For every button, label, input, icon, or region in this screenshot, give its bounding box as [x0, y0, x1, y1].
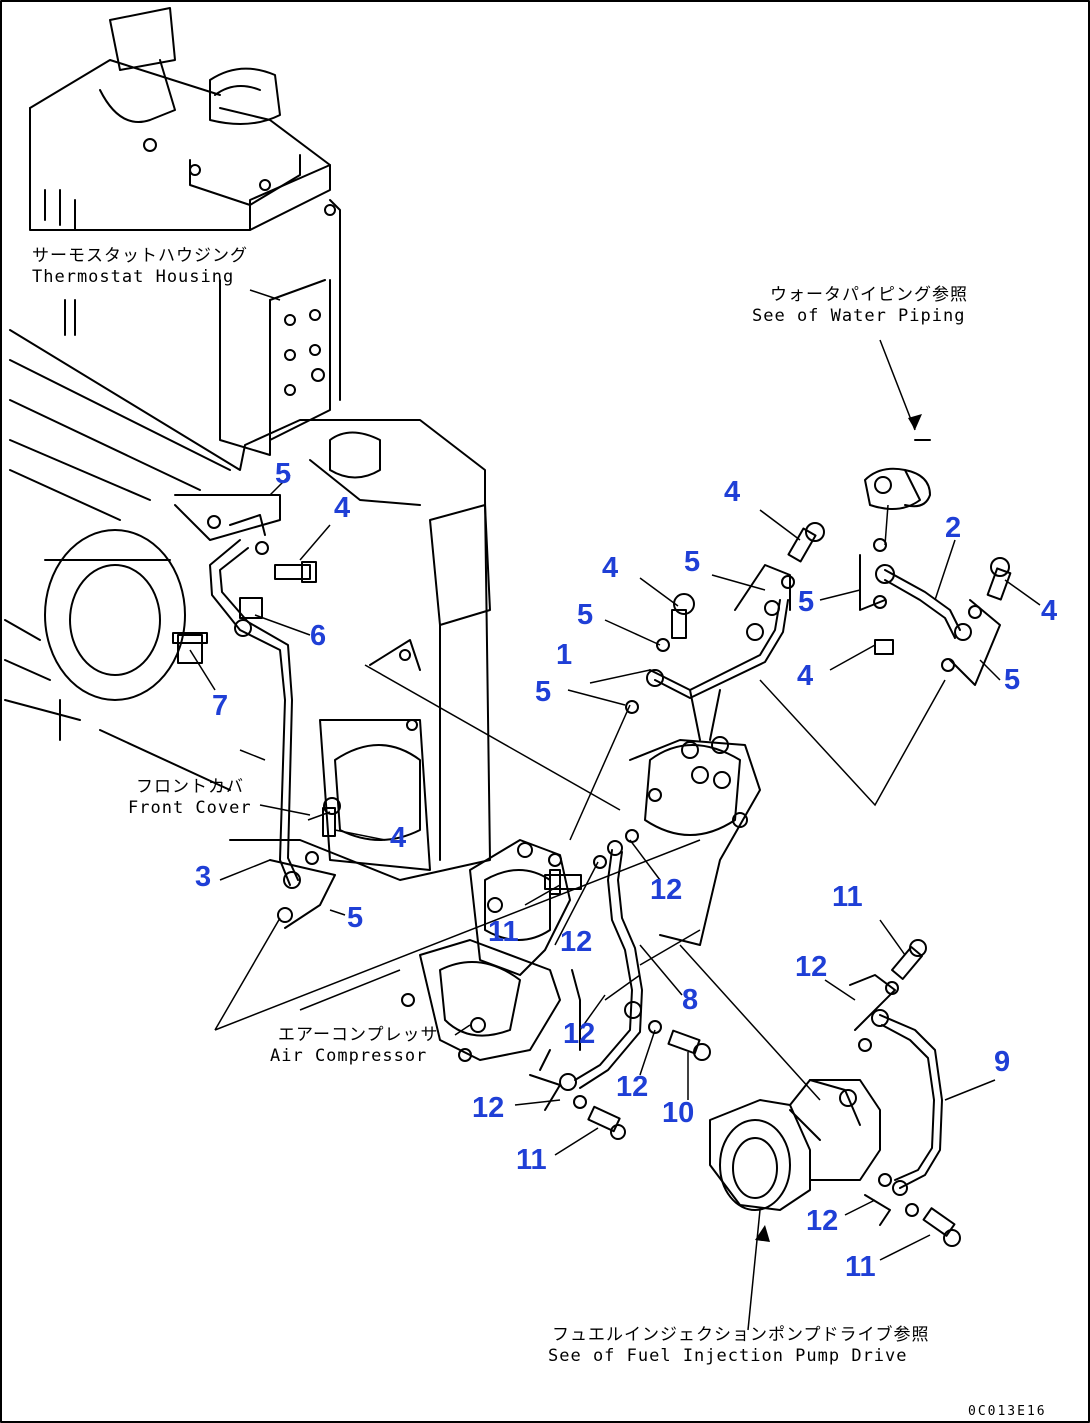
callout-5: 5 [275, 458, 292, 490]
callout-9: 9 [994, 1046, 1011, 1078]
callout-1: 1 [556, 639, 573, 671]
engine-block [9, 329, 491, 881]
label-thermostat-jp: サーモスタットハウジング [32, 246, 248, 266]
label-front-cover-en: Front Cover [128, 798, 252, 818]
callout-5: 5 [684, 546, 701, 578]
callout-4: 4 [1041, 595, 1058, 627]
callout-5: 5 [535, 676, 552, 708]
callout-6: 6 [310, 620, 327, 652]
callout-12: 12 [806, 1205, 839, 1237]
label-fuel-pump-drive: フュエルインジェクションポンプドライブ参照 See of Fuel Inject… [548, 1325, 930, 1367]
bolt-4-left [274, 561, 317, 583]
air-compressor [401, 689, 761, 1071]
callout-11: 11 [832, 881, 863, 913]
label-fuel-pump-jp: フュエルインジェクションポンプドライブ参照 [552, 1325, 930, 1345]
callout-11: 11 [845, 1251, 876, 1283]
callout-11: 11 [516, 1144, 547, 1176]
callout-12: 12 [795, 951, 828, 983]
pipe-9 [849, 974, 943, 1226]
label-water-en: See of Water Piping [752, 306, 966, 326]
bolt-11-right-top [890, 939, 927, 980]
label-thermostat-en: Thermostat Housing [32, 267, 235, 287]
callout-5: 5 [347, 902, 364, 934]
callout-4: 4 [797, 660, 814, 692]
label-air-compressor: エアーコンプレッサ Air Compressor [270, 1025, 438, 1067]
callout-4: 4 [602, 552, 619, 584]
callout-12: 12 [472, 1092, 505, 1124]
bolt-7 [172, 632, 208, 664]
fuel-pump-drive [709, 1079, 881, 1211]
callout-4: 4 [334, 492, 351, 524]
callout-11: 11 [488, 916, 519, 948]
leader-lines [189, 289, 1041, 1331]
bolt-11-right-bottom [922, 1207, 961, 1247]
callout-5: 5 [1004, 664, 1021, 696]
callout-5: 5 [577, 599, 594, 631]
label-water-piping: ウォータパイピング参照 See of Water Piping [752, 285, 968, 327]
label-air-compressor-en: Air Compressor [270, 1046, 428, 1066]
callout-7: 7 [212, 690, 229, 722]
callout-5: 5 [798, 586, 815, 618]
water-pipe-inlet [904, 439, 931, 508]
bolt-11-bottom [587, 1105, 626, 1140]
callout-12: 12 [560, 926, 593, 958]
label-fuel-pump-en: See of Fuel Injection Pump Drive [548, 1346, 908, 1366]
callout-2: 2 [945, 512, 962, 544]
callout-10: 10 [662, 1097, 695, 1129]
callout-4: 4 [390, 822, 407, 854]
callout-12: 12 [616, 1071, 649, 1103]
pipe-1 [625, 564, 795, 714]
pulley [4, 529, 231, 791]
thermostat-housing [29, 7, 341, 456]
callout-3: 3 [195, 861, 212, 893]
label-air-compressor-jp: エアーコンプレッサ [278, 1025, 439, 1045]
callout-8: 8 [682, 984, 699, 1016]
label-thermostat-housing: サーモスタットハウジング Thermostat Housing [32, 246, 248, 288]
drawing-code: 0C013E16 [968, 1404, 1047, 1419]
callout-4: 4 [724, 476, 741, 508]
pipe-8 [529, 829, 662, 1111]
pipe-2 [859, 467, 1001, 686]
pipe-3 [174, 494, 336, 929]
label-water-jp: ウォータパイピング参照 [770, 285, 968, 305]
bolt-10 [667, 1029, 711, 1061]
bolt-11-center [544, 869, 582, 895]
bolt-4-mid [671, 593, 695, 639]
bolt-4-front [322, 797, 341, 837]
bolt-4-right [986, 557, 1012, 601]
label-front-cover-jp: フロントカバ [136, 777, 244, 797]
bolt-4-top [787, 522, 825, 563]
callout-12: 12 [650, 874, 683, 906]
arrowheads [755, 414, 922, 1242]
label-front-cover: フロントカバ Front Cover [128, 777, 252, 819]
callout-12: 12 [563, 1018, 596, 1050]
